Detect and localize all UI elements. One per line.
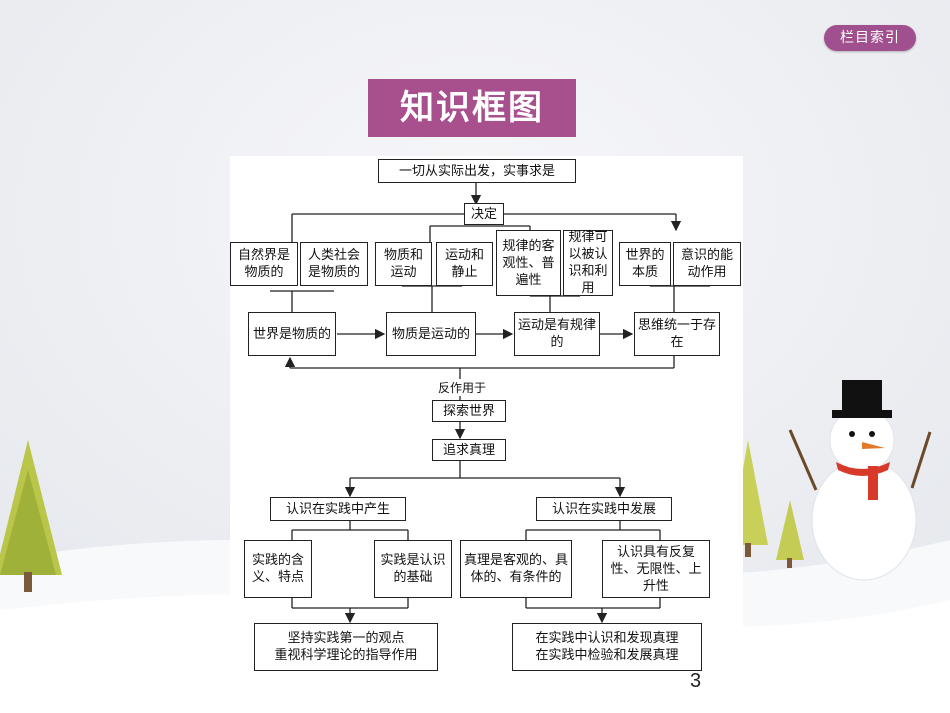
snowman-icon: [788, 380, 932, 581]
node-row1-1: 自然界是物质的: [230, 242, 298, 286]
node-right-child-2: 认识具有反复性、无限性、上升性: [602, 540, 710, 598]
index-button[interactable]: 栏目索引: [824, 25, 916, 51]
node-row2-2: 物质是运动的: [386, 312, 476, 356]
node-row1-4: 运动和静止: [436, 242, 493, 286]
node-row1-7: 世界的本质: [619, 242, 671, 286]
node-row2-4: 思维统一于存在: [634, 312, 720, 356]
page-number: 3: [690, 670, 702, 692]
diagram-connectors: [270, 181, 710, 624]
node-decide: 决定: [464, 203, 504, 225]
node-row1-3: 物质和运动: [375, 242, 432, 286]
node-right-branch: 认识在实践中发展: [536, 497, 672, 521]
node-left-bottom: 坚持实践第一的观点 重视科学理论的指导作用: [254, 623, 438, 671]
node-row1-5: 规律的客观性、普遍性: [496, 230, 561, 296]
node-row2-3: 运动是有规律的: [514, 312, 600, 356]
tree-icon: [0, 440, 62, 592]
node-left-branch: 认识在实践中产生: [270, 497, 406, 521]
node-row1-6: 规律可以被认识和利用: [563, 230, 613, 296]
reaction-label: 反作用于: [438, 379, 487, 396]
node-pursue: 追求真理: [432, 439, 506, 461]
node-right-child-1: 真理是客观的、具体的、有条件的: [460, 540, 572, 598]
node-explore: 探索世界: [432, 400, 506, 422]
node-row1-2: 人类社会是物质的: [300, 242, 368, 286]
node-left-child-1: 实践的含义、特点: [244, 540, 312, 598]
page-title: 知识框图: [368, 79, 576, 137]
node-left-child-2: 实践是认识的基础: [374, 540, 452, 598]
knowledge-diagram: 一切从实际出发，实事求是 决定 自然界是物质的 人类社会是物质的 物质和运动 运…: [230, 156, 743, 676]
node-right-bottom: 在实践中认识和发现真理 在实践中检验和发展真理: [512, 623, 702, 671]
node-row1-8: 意识的能动作用: [673, 242, 741, 286]
node-top: 一切从实际出发，实事求是: [378, 159, 576, 183]
node-row2-1: 世界是物质的: [248, 312, 336, 356]
